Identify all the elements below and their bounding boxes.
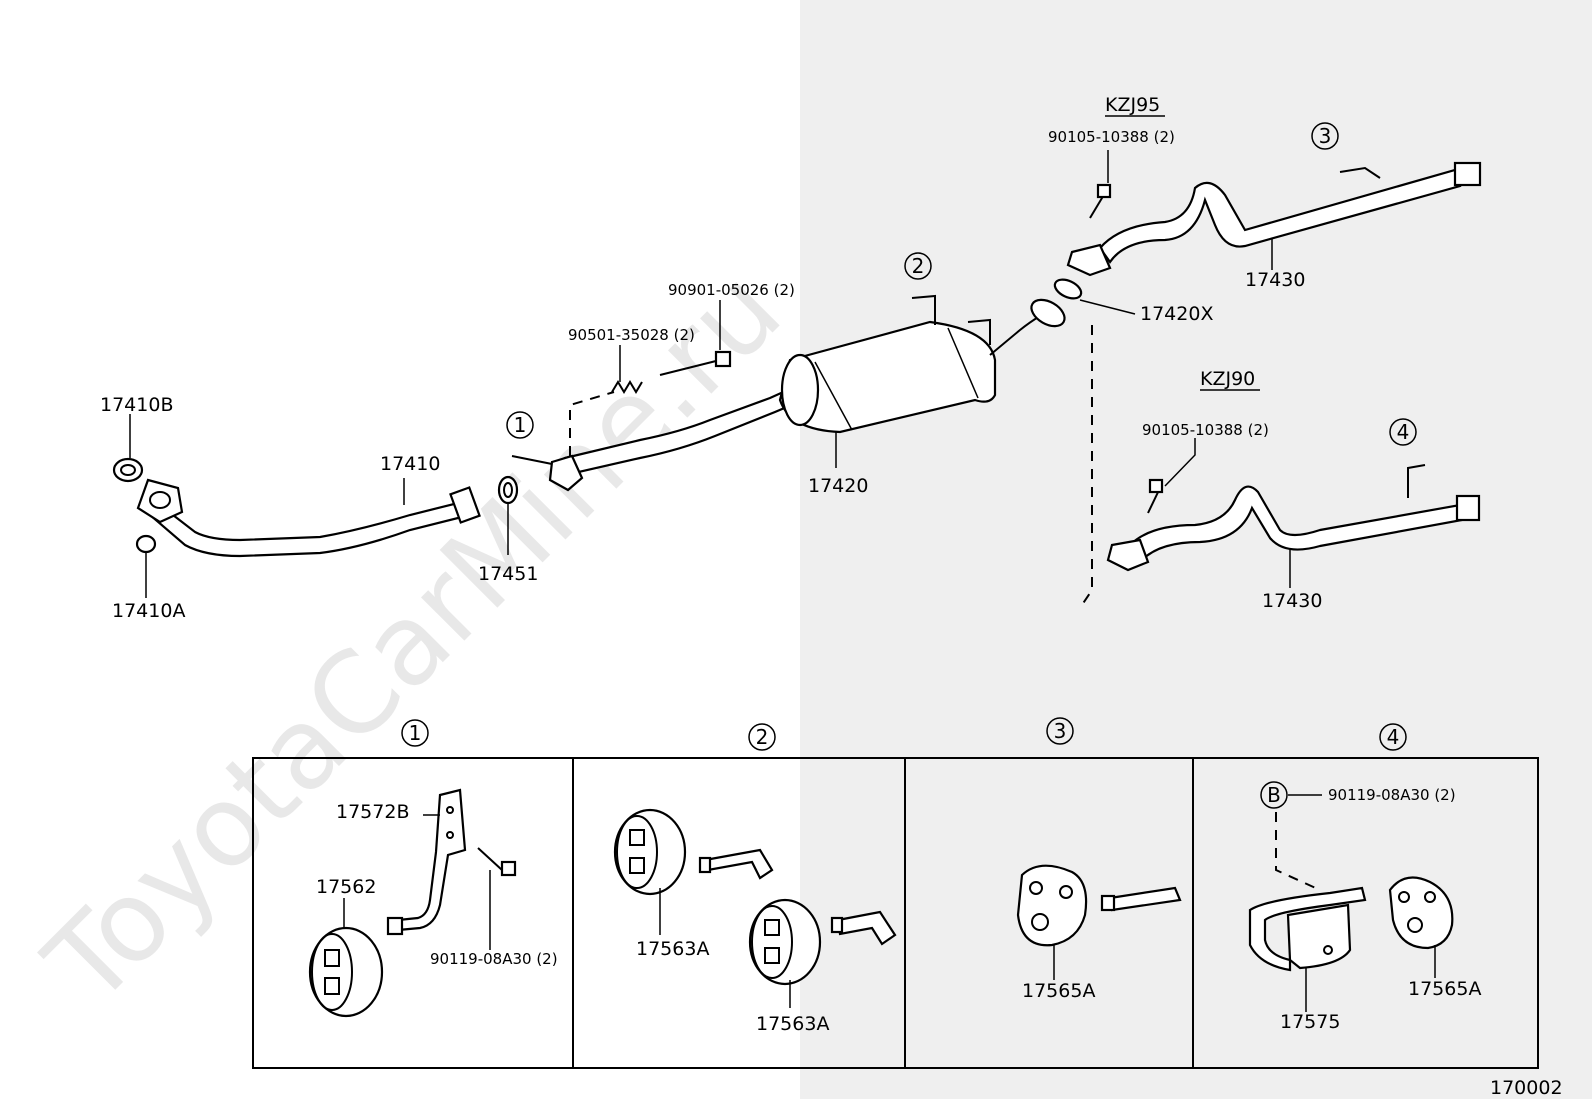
part-label-17430-kzj90: 17430 (1262, 590, 1322, 612)
part-label-17562: 17562 (316, 876, 376, 898)
center-pipe-muffler-17420 (511, 294, 1066, 492)
part-label-90119-08A30-d1: 90119-08A30 (2) (430, 950, 558, 968)
part-label-17575: 17575 (1280, 1011, 1340, 1033)
detail-3-hanger-17565A (1016, 864, 1182, 980)
part-label-17410: 17410 (380, 453, 440, 475)
part-label-17451: 17451 (478, 563, 538, 585)
detail-1-hanger-17562 (308, 898, 384, 1018)
variant-label-kzj90: KZJ90 (1200, 368, 1255, 390)
callout-2-upper: 2 (904, 252, 932, 280)
gasket-17410B (112, 414, 144, 483)
watermark: ToyotaCarMine.ru (21, 245, 805, 1029)
svg-text:1: 1 (409, 721, 422, 745)
detail-4-callout-b: B (1260, 781, 1322, 891)
callout-3-upper: 3 (1311, 122, 1339, 150)
callout-3-detail: 3 (1046, 717, 1074, 745)
svg-text:3: 3 (1319, 124, 1332, 148)
gasket-17420X (1053, 278, 1136, 606)
part-label-90105-10388-kzj90: 90105-10388 (2) (1142, 421, 1269, 439)
svg-text:2: 2 (756, 725, 769, 749)
svg-text:4: 4 (1387, 725, 1400, 749)
detail-panel (252, 757, 1539, 1069)
svg-text:1: 1 (514, 413, 527, 437)
part-label-90501-35028: 90501-35028 (2) (568, 326, 695, 344)
callout-4-detail: 4 (1379, 723, 1407, 751)
figure-code: 170002 (1490, 1077, 1563, 1099)
part-label-17410B: 17410B (100, 394, 173, 416)
callout-1-upper: 1 (506, 411, 534, 439)
detail-2-hanger-17563A-lower (748, 898, 897, 1008)
callout-4-upper: 4 (1389, 418, 1417, 446)
part-label-17565A-d3: 17565A (1022, 980, 1095, 1002)
part-label-17410A: 17410A (112, 600, 185, 622)
part-label-17430-kzj95: 17430 (1245, 269, 1305, 291)
part-label-17572B: 17572B (336, 801, 409, 823)
svg-text:2: 2 (912, 254, 925, 278)
spring-90501-35028 (569, 345, 643, 456)
part-label-90901-05026: 90901-05026 (2) (668, 281, 795, 299)
svg-text:4: 4 (1397, 420, 1410, 444)
variant-label-kzj95: KZJ95 (1105, 94, 1160, 116)
bolt-90901-05026 (659, 300, 732, 376)
callout-2-detail: 2 (748, 723, 776, 751)
part-label-90105-10388-kzj95: 90105-10388 (2) (1048, 128, 1175, 146)
callout-1-detail: 1 (401, 719, 429, 747)
gasket-17451 (497, 475, 519, 555)
part-label-17420: 17420 (808, 475, 868, 497)
part-label-90119-08A30-d4: 90119-08A30 (2) (1328, 786, 1456, 804)
detail-1-bracket-17572B (386, 788, 467, 936)
part-label-17563A-lower: 17563A (756, 1013, 829, 1035)
detail-4-hanger-17565A (1388, 876, 1454, 978)
detail-4-bracket-17575 (1248, 886, 1367, 1012)
nut-17410A (135, 534, 157, 598)
tail-pipe-kzj90: KZJ90 (1106, 368, 1481, 588)
part-label-17420X: 17420X (1140, 303, 1213, 325)
svg-text:B: B (1267, 783, 1281, 807)
part-label-17563A-upper: 17563A (636, 938, 709, 960)
detail-1-bolt-90119 (477, 847, 517, 950)
front-pipe-17410 (136, 478, 481, 558)
svg-text:3: 3 (1054, 719, 1067, 743)
part-label-17565A-d4: 17565A (1408, 978, 1481, 1000)
tail-pipe-kzj95: KZJ95 (1066, 94, 1482, 277)
detail-2-hanger-17563A-upper (613, 808, 774, 935)
